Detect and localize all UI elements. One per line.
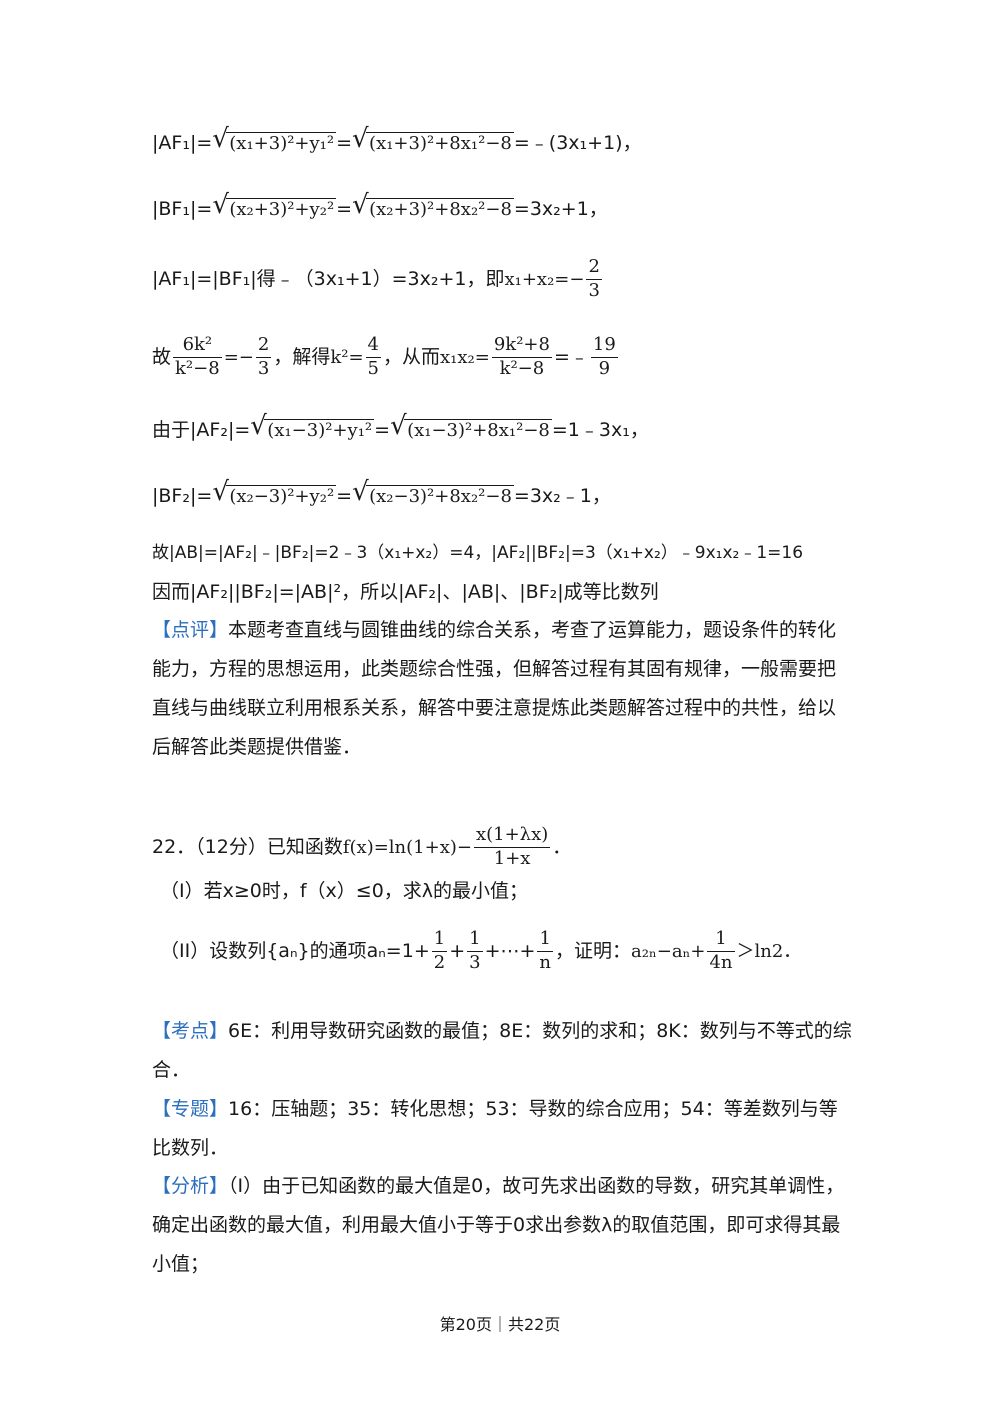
fenxi-paragraph: 【分析】（I）由于已知函数的最大值是0，故可先求出函数的导数，研究其单调性，确定… xyxy=(152,1175,845,1275)
conclusion-geometric: 因而|AF₂||BF₂|=|AB|²，所以|AF₂|、|AB|、|BF₂|成等比… xyxy=(152,581,659,603)
fenxi-tag: 【分析】 xyxy=(152,1175,229,1197)
zhuanti-tag: 【专题】 xyxy=(152,1098,229,1120)
comment-paragraph: 【点评】本题考查直线与圆锥曲线的综合关系，考查了运算能力，题设条件的转化能力，方… xyxy=(152,619,837,758)
equation-bf1: |BF₁|=(x₂+3)²+y₂²=(x₂+3)²+8x₂²−8=3x₂+1， xyxy=(152,192,608,219)
kaodian-paragraph: 【考点】6E：利用导数研究函数的最值；8E：数列的求和；8K：数列与不等式的综合… xyxy=(152,1020,852,1081)
equation-af1: |AF₁|=(x₁+3)²+y₁²=(x₁+3)²+8x₁²−8=﹣(3x₁+1… xyxy=(152,126,642,153)
kaodian-tag: 【考点】 xyxy=(152,1020,229,1042)
equation-af2: 由于|AF₂|=(x₁−3)²+y₁²=(x₁−3)²+8x₁²−8=1﹣3x₁… xyxy=(152,413,649,440)
question-22: 22．（12分）已知函数f(x)=ln(1+x)−x(1+λx)1+x． xyxy=(152,824,572,869)
sqrt-symbol: (x₁+3)²+y₁² xyxy=(212,126,337,153)
question-22-part-1: （I）若x≥0时，f（x）≤0，求λ的最小值； xyxy=(160,880,529,902)
sqrt-symbol: (x₁+3)²+8x₁²−8 xyxy=(352,126,514,153)
page-footer: 第20页｜共22页 xyxy=(439,1315,561,1334)
zhuanti-paragraph: 【专题】16：压轴题；35：转化思想；53：导数的综合应用；54：等差数列与等比… xyxy=(152,1098,838,1159)
sqrt-symbol: (x₂−3)²+8x₂²−8 xyxy=(352,479,514,506)
equation-bf2: |BF₂|=(x₂−3)²+y₂²=(x₂−3)²+8x₂²−8=3x₂﹣1， xyxy=(152,479,611,506)
sqrt-symbol: (x₁−3)²+y₁² xyxy=(250,413,375,440)
sqrt-symbol: (x₂−3)²+y₂² xyxy=(212,479,337,506)
equation-ab: 故|AB|=|AF₂|﹣|BF₂|=2﹣3（x₁+x₂）=4，|AF₂||BF₂… xyxy=(152,543,804,563)
sqrt-symbol: (x₁−3)²+8x₁²−8 xyxy=(390,413,552,440)
comment-tag: 【点评】 xyxy=(152,619,229,641)
sqrt-symbol: (x₂+3)²+y₂² xyxy=(212,192,337,219)
sqrt-symbol: (x₂+3)²+8x₂²−8 xyxy=(352,192,514,219)
fraction: x(1+λx)1+x xyxy=(473,824,551,869)
